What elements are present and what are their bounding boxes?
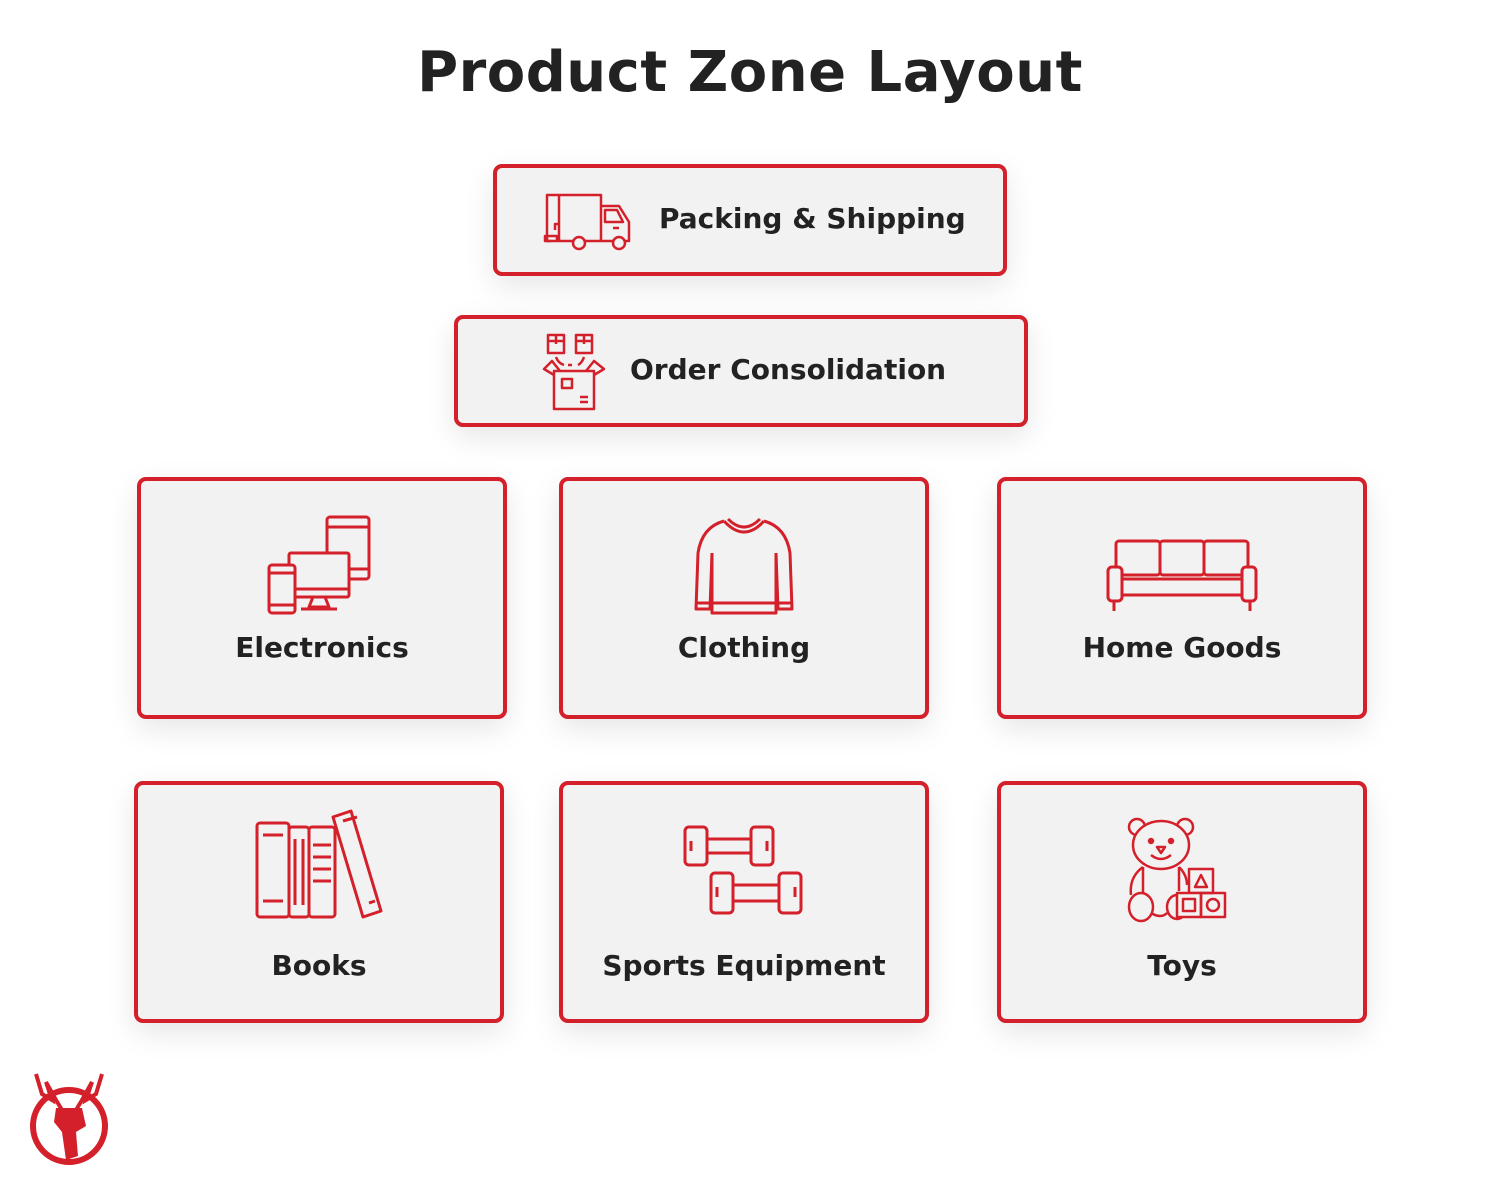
zone-packing-shipping: Packing & Shipping [493, 164, 1007, 276]
zone-label: Clothing [677, 631, 811, 664]
deer-logo-icon [26, 1070, 112, 1166]
devices-icon [267, 513, 377, 617]
zone-label: Home Goods [1082, 631, 1282, 664]
zone-order-consolidation: Order Consolidation [454, 315, 1028, 427]
zone-label: Toys [1147, 949, 1217, 982]
dumbbell-icon [683, 823, 805, 919]
zone-clothing: Clothing [559, 477, 929, 719]
sofa-icon [1106, 537, 1258, 617]
delivery-truck-icon [543, 192, 633, 252]
books-icon [255, 809, 383, 921]
zone-label: Electronics [235, 631, 409, 664]
zone-label: Books [271, 949, 367, 982]
package-consolidation-icon [540, 331, 610, 415]
page-title: Product Zone Layout [417, 40, 1083, 105]
sweater-icon [692, 513, 796, 619]
zone-sports-equipment: Sports Equipment [559, 781, 929, 1023]
zone-electronics: Electronics [137, 477, 507, 719]
teddy-bear-blocks-icon [1127, 815, 1237, 925]
zone-toys: Toys [997, 781, 1367, 1023]
zone-label: Packing & Shipping [659, 202, 966, 235]
zone-books: Books [134, 781, 504, 1023]
zone-label: Sports Equipment [602, 949, 886, 982]
zone-label: Order Consolidation [630, 353, 947, 386]
zone-home-goods: Home Goods [997, 477, 1367, 719]
